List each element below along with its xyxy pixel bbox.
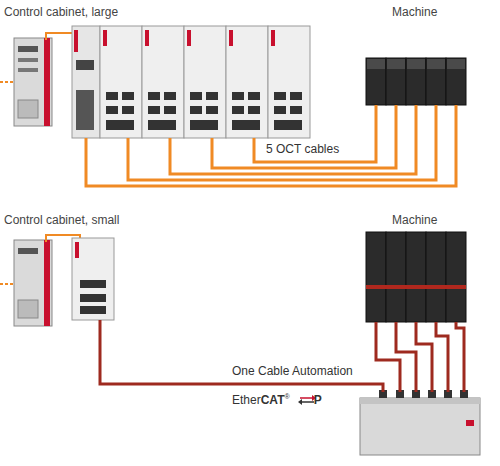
cable	[170, 105, 416, 174]
ethercat-p-logo: EtherCAT® P	[232, 393, 322, 407]
cable	[86, 105, 456, 186]
group-heading-box: Machine	[362, 210, 474, 322]
cable	[396, 322, 416, 392]
ipc-slot	[18, 58, 38, 62]
cable	[436, 322, 448, 392]
heading: Control cabinet, small	[4, 213, 119, 227]
logo-text: ®	[284, 393, 289, 401]
logo-arrow	[298, 395, 316, 405]
logo-text: CAT	[261, 393, 285, 407]
cable-connector	[100, 320, 464, 392]
cable	[128, 105, 436, 180]
drive	[72, 238, 114, 320]
cable	[212, 105, 396, 168]
distribution-box	[360, 390, 480, 455]
cable	[254, 105, 376, 162]
ipc-slot	[18, 100, 38, 118]
cable-label: 5 OCT cables	[266, 142, 339, 156]
dashed-link	[0, 81, 13, 83]
ipc-slot	[18, 300, 38, 318]
heading: Machine	[392, 5, 437, 19]
logo-text: Ether	[232, 393, 261, 407]
ipc-slot	[18, 46, 38, 52]
ipc-stripe	[44, 38, 50, 126]
ipc	[14, 38, 52, 126]
cable-connector	[86, 105, 456, 186]
drive-rack	[72, 26, 310, 138]
ipc-slot	[18, 248, 38, 254]
group-heading-box: Control cabinet, small	[4, 210, 164, 320]
ipc	[14, 240, 52, 326]
heading: Machine	[392, 213, 437, 227]
ipc-stripe	[44, 240, 50, 326]
cable	[456, 322, 464, 392]
group-heading-box: Machine	[362, 2, 474, 105]
ipc-slot	[18, 68, 38, 72]
cable	[416, 322, 432, 392]
motors	[366, 58, 466, 105]
cable	[100, 320, 383, 392]
motors	[366, 232, 466, 322]
dashed-link	[0, 283, 13, 285]
cable-label: One Cable Automation	[232, 364, 353, 378]
group-heading-box: Control cabinet, large	[4, 2, 318, 138]
heading: Control cabinet, large	[4, 5, 118, 19]
logo-text: P	[314, 393, 322, 407]
